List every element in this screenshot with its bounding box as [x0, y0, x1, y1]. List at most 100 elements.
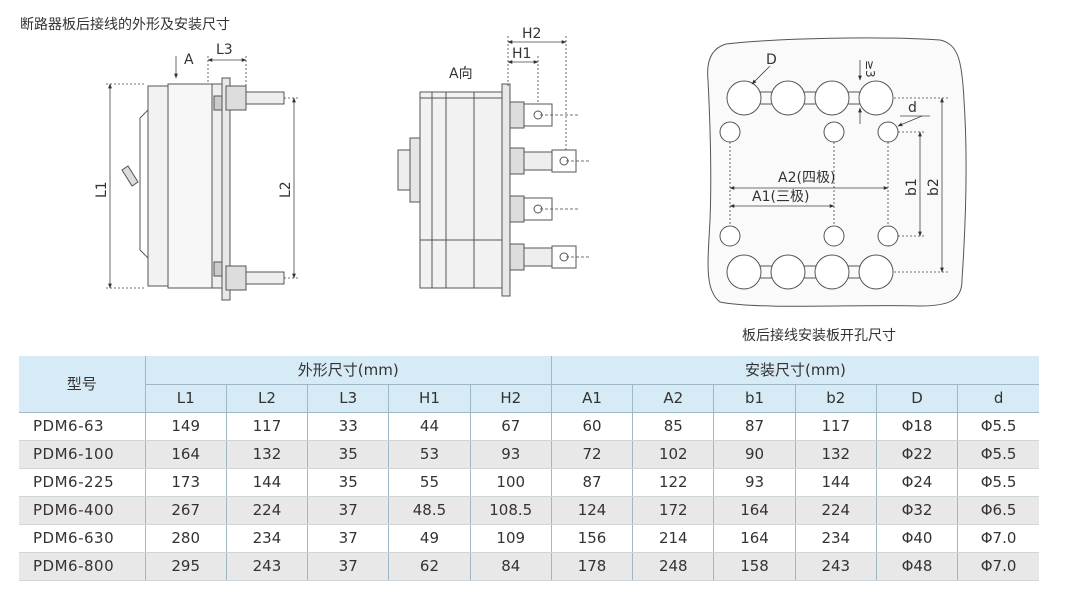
value-cell: Φ24 [876, 468, 959, 497]
value-cell: 85 [632, 412, 715, 441]
value-cell: 164 [145, 440, 227, 469]
value-cell: 122 [632, 468, 715, 497]
value-cell: 173 [145, 468, 227, 497]
page-title: 断路器板后接线的外形及安装尺寸 [20, 17, 230, 33]
value-cell: 67 [470, 412, 552, 441]
value-cell: 35 [307, 440, 390, 469]
front-view [397, 83, 577, 297]
value-cell: 87 [551, 468, 634, 497]
label-b1: b1 [904, 178, 920, 196]
value-cell: 108.5 [470, 496, 552, 525]
label-h1: H1 [512, 46, 531, 62]
value-cell: 44 [388, 412, 471, 441]
value-cell: 144 [795, 468, 877, 497]
column-header: L1 [145, 384, 227, 413]
column-header: L2 [226, 384, 309, 413]
label-a-direction: A向 [449, 66, 473, 82]
column-header: D [876, 384, 959, 413]
group-header-install: 安装尺寸(mm) [551, 356, 1039, 385]
label-a1: A1(三极) [752, 189, 809, 205]
label-d-small: d [908, 100, 917, 116]
hole-caption: 板后接线安装板开孔尺寸 [742, 328, 896, 344]
value-cell: 87 [713, 412, 796, 441]
value-cell: 124 [551, 496, 634, 525]
value-cell: 84 [470, 552, 552, 581]
value-cell: 132 [795, 440, 877, 469]
model-cell: PDM6-63 [19, 412, 146, 441]
spec-table: 型号 外形尺寸(mm) 安装尺寸(mm) L1 L2 L3 H1 H2 A1 A… [19, 356, 1039, 581]
column-header: b1 [713, 384, 796, 413]
label-b2: b2 [926, 178, 942, 196]
value-cell: 93 [713, 468, 796, 497]
value-cell: Φ5.5 [957, 412, 1039, 441]
value-cell: Φ22 [876, 440, 959, 469]
value-cell: Φ40 [876, 524, 959, 553]
value-cell: 90 [713, 440, 796, 469]
value-cell: Φ18 [876, 412, 959, 441]
hole-row-top [726, 80, 894, 116]
value-cell: 144 [226, 468, 309, 497]
value-cell: 243 [795, 552, 877, 581]
value-cell: 62 [388, 552, 471, 581]
value-cell: 37 [307, 552, 390, 581]
model-cell: PDM6-630 [19, 524, 146, 553]
value-cell: 164 [713, 524, 796, 553]
label-l3: L3 [216, 42, 233, 58]
value-cell: 149 [145, 412, 227, 441]
value-cell: 93 [470, 440, 552, 469]
value-cell: 214 [632, 524, 715, 553]
column-header: d [957, 384, 1039, 413]
value-cell: 49 [388, 524, 471, 553]
value-cell: 280 [145, 524, 227, 553]
model-cell: PDM6-400 [19, 496, 146, 525]
value-cell: Φ6.5 [957, 496, 1039, 525]
value-cell: Φ32 [876, 496, 959, 525]
model-cell: PDM6-225 [19, 468, 146, 497]
value-cell: Φ48 [876, 552, 959, 581]
label-l2: L2 [278, 181, 294, 198]
value-cell: Φ5.5 [957, 468, 1039, 497]
value-cell: 37 [307, 524, 390, 553]
value-cell: 267 [145, 496, 227, 525]
value-cell: 109 [470, 524, 552, 553]
side-view [121, 77, 285, 301]
value-cell: 248 [632, 552, 715, 581]
value-cell: 243 [226, 552, 309, 581]
value-cell: 33 [307, 412, 390, 441]
value-cell: 234 [795, 524, 877, 553]
value-cell: Φ7.0 [957, 552, 1039, 581]
dimension-drawing: A L3 L1 L2 H2 [94, 26, 967, 307]
column-header: H1 [388, 384, 471, 413]
value-cell: 132 [226, 440, 309, 469]
label-l1: L1 [94, 181, 110, 198]
column-header: A1 [551, 384, 634, 413]
value-cell: 158 [713, 552, 796, 581]
label-d-big: D [766, 52, 777, 68]
value-cell: 37 [307, 496, 390, 525]
value-cell: 117 [795, 412, 877, 441]
value-cell: Φ7.0 [957, 524, 1039, 553]
value-cell: 60 [551, 412, 634, 441]
value-cell: 48.5 [388, 496, 471, 525]
hole-row-bottom [726, 254, 894, 290]
value-cell: 164 [713, 496, 796, 525]
column-header: L3 [307, 384, 390, 413]
value-cell: Φ5.5 [957, 440, 1039, 469]
value-cell: 172 [632, 496, 715, 525]
value-cell: 178 [551, 552, 634, 581]
label-a2: A2(四极) [778, 170, 835, 186]
group-header-outline: 外形尺寸(mm) [145, 356, 552, 385]
label-ge3: ≥3 [863, 60, 877, 78]
model-cell: PDM6-800 [19, 552, 146, 581]
model-cell: PDM6-100 [19, 440, 146, 469]
column-header: A2 [632, 384, 715, 413]
value-cell: 156 [551, 524, 634, 553]
value-cell: 224 [226, 496, 309, 525]
label-h2: H2 [522, 26, 541, 42]
